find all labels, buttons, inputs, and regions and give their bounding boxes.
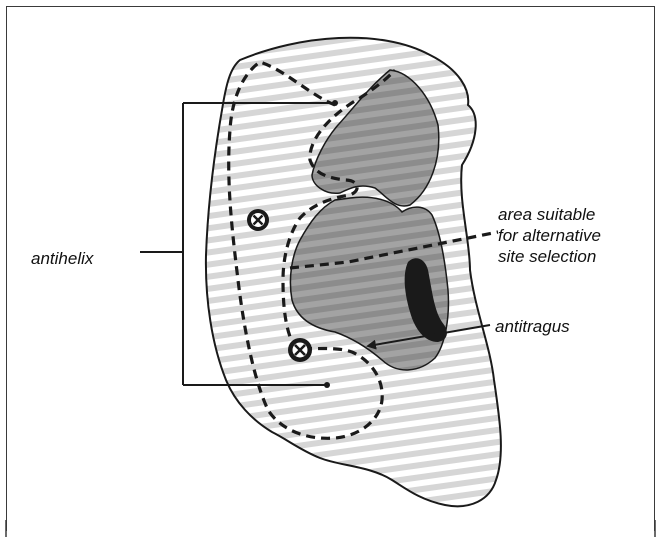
bracket-end-dot-bottom — [324, 382, 330, 388]
label-area-line-1: area suitable — [498, 204, 601, 225]
label-area-line-3: site selection — [498, 246, 601, 267]
label-antitragus: antitragus — [495, 316, 570, 337]
label-area-line-2: for alternative — [498, 225, 601, 246]
bracket-end-dot-top — [332, 100, 338, 106]
circle-x-marker-icon — [288, 338, 312, 362]
label-antihelix: antihelix — [31, 248, 93, 269]
label-area-suitable: area suitable for alternative site selec… — [498, 204, 601, 267]
circle-x-marker-icon — [247, 209, 269, 231]
